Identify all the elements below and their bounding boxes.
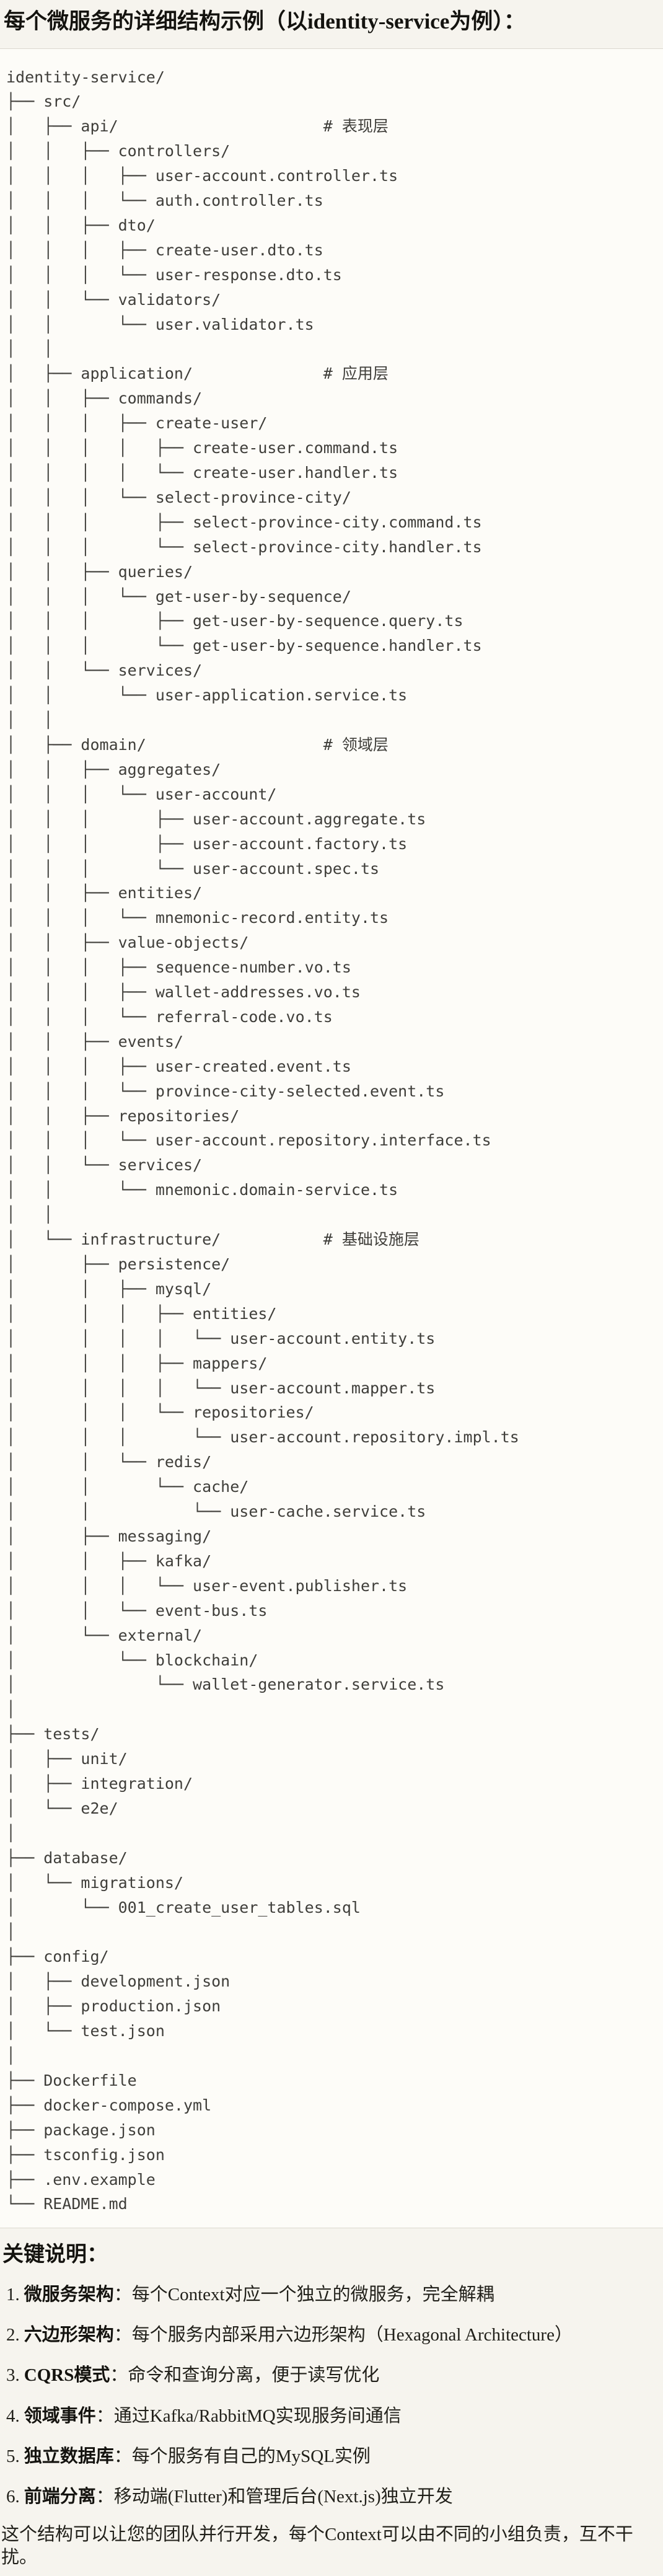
key-notes-list: 1.微服务架构：每个Context对应一个独立的微服务，完全解耦 2.六边形架构… [1, 2283, 657, 2508]
page-title: 每个微服务的详细结构示例（以identity-service为例）： [4, 9, 525, 33]
note-description: 通过Kafka/RabbitMQ实现服务间通信 [113, 2406, 402, 2426]
note-term: 领域事件 [24, 2406, 96, 2426]
note-term: CQRS模式 [24, 2365, 110, 2386]
note-item-cqrs: 3.CQRS模式：命令和查询分离，便于读写优化 [6, 2364, 657, 2386]
page-header: 每个微服务的详细结构示例（以identity-service为例）： [0, 0, 663, 48]
note-number: 6. [6, 2487, 20, 2507]
note-item-independent-db: 5.独立数据库：每个服务有自己的MySQL实例 [6, 2445, 657, 2468]
note-term: 六边形架构 [24, 2325, 114, 2345]
note-separator: ： [113, 2284, 132, 2305]
note-number: 2. [6, 2325, 20, 2345]
note-number: 5. [6, 2446, 20, 2466]
note-separator: ： [110, 2365, 128, 2386]
note-separator: ： [95, 2406, 114, 2426]
note-separator: ： [95, 2487, 114, 2507]
note-item-frontend-separation: 6.前端分离：移动端(Flutter)和管理后台(Next.js)独立开发 [6, 2486, 657, 2508]
note-number: 1. [6, 2284, 20, 2305]
note-number: 3. [6, 2365, 20, 2386]
note-item-domain-events: 4.领域事件：通过Kafka/RabbitMQ实现服务间通信 [6, 2405, 657, 2427]
note-separator: ： [113, 2446, 132, 2466]
note-description: 每个服务有自己的MySQL实例 [131, 2446, 371, 2466]
note-number: 4. [6, 2406, 20, 2426]
key-notes-heading: 关键说明： [2, 2243, 108, 2267]
note-term: 前端分离 [24, 2487, 96, 2507]
note-separator: ： [113, 2325, 132, 2345]
note-term: 微服务架构 [24, 2284, 114, 2305]
directory-tree: identity-service/ ├── src/ │ ├── api/ # … [6, 68, 519, 2213]
key-notes-section: 关键说明： 1.微服务架构：每个Context对应一个独立的微服务，完全解耦 2… [0, 2228, 663, 2576]
note-term: 独立数据库 [24, 2446, 114, 2466]
closing-paragraph: 这个结构可以让您的团队并行开发，每个Context可以由不同的小组负责，互不干扰… [1, 2525, 633, 2567]
note-description: 每个Context对应一个独立的微服务，完全解耦 [131, 2284, 494, 2305]
note-item-hexagonal: 2.六边形架构：每个服务内部采用六边形架构（Hexagonal Architec… [6, 2324, 657, 2346]
note-description: 命令和查询分离，便于读写优化 [128, 2365, 380, 2386]
directory-tree-block: identity-service/ ├── src/ │ ├── api/ # … [0, 48, 663, 2229]
note-description: 每个服务内部采用六边形架构（Hexagonal Architecture） [131, 2325, 573, 2345]
note-item-microservice: 1.微服务架构：每个Context对应一个独立的微服务，完全解耦 [6, 2283, 657, 2306]
note-description: 移动端(Flutter)和管理后台(Next.js)独立开发 [113, 2487, 453, 2507]
